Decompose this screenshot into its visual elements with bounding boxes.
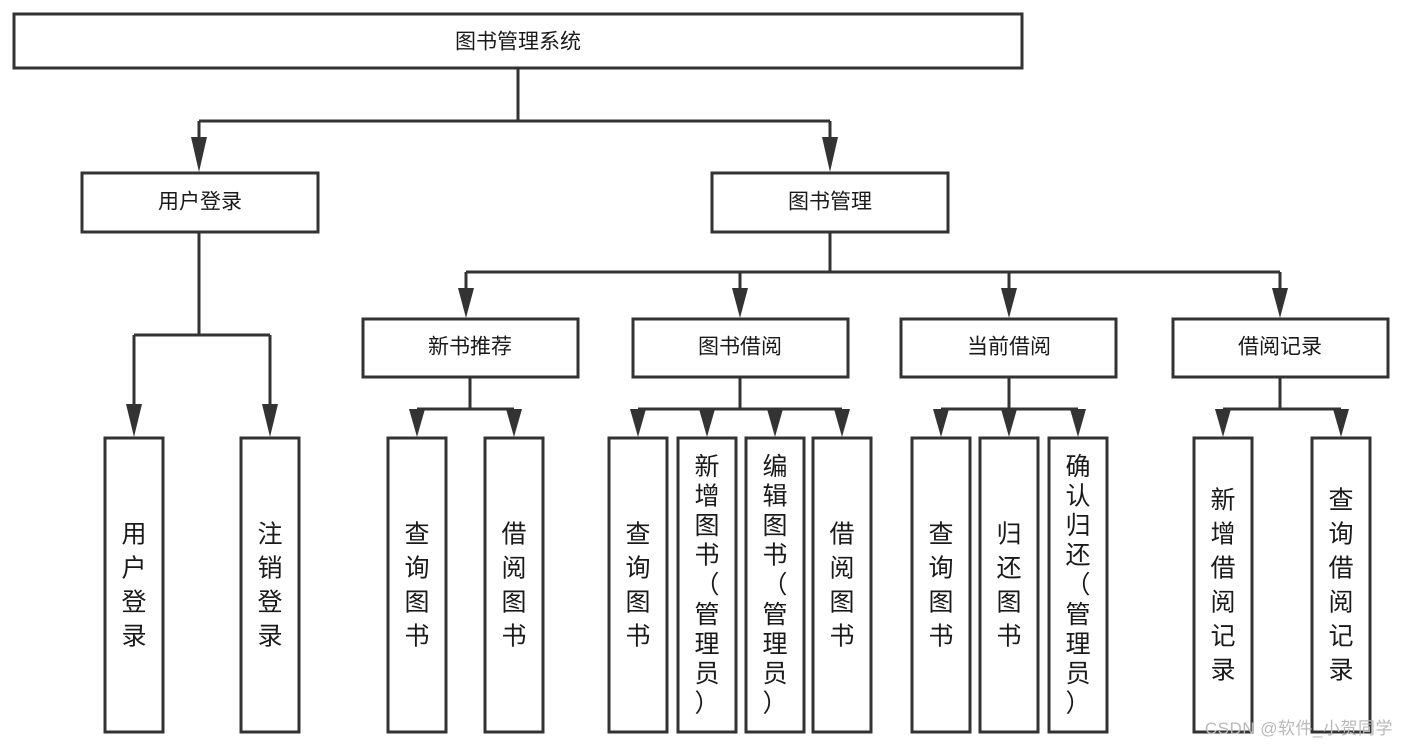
arrow-head-user-login-leaf-2	[262, 404, 278, 437]
leaf-book-borrow-4-label: 借阅图书	[829, 521, 854, 651]
leaf-current-borrow-1[interactable]: 查询图书	[910, 436, 972, 734]
leaf-book-borrow-4[interactable]: 借阅图书	[811, 436, 873, 734]
leaf-current-borrow-2[interactable]: 归还图书	[978, 436, 1040, 734]
node-book-management-label: 图书管理	[788, 191, 872, 214]
arrow-head-book-borrow-leaf-2	[699, 409, 715, 437]
arrow-head-book-borrow-leaf-1	[630, 409, 646, 437]
arrow-head-book-borrow-leaf-4	[834, 409, 850, 437]
leaf-current-borrow-1-label: 查询图书	[928, 521, 953, 651]
arrow-head-current-borrow-leaf-3	[1070, 409, 1086, 437]
leaf-new-book-1-label: 查询图书	[404, 521, 429, 651]
leaf-book-borrow-1-label: 查询图书	[625, 521, 650, 651]
connector-layer	[126, 68, 1349, 437]
leaf-new-book-2-box[interactable]	[483, 436, 545, 734]
leaf-borrow-record-2-label: 查询借阅记录	[1328, 487, 1353, 685]
node-book-management-box[interactable]	[710, 171, 950, 234]
leaf-borrow-record-1-label: 新增借阅记录	[1210, 487, 1235, 685]
leaf-user-login-2-label: 注销登录	[257, 521, 282, 651]
node-root-label: 图书管理系统	[455, 31, 581, 54]
leaf-book-borrow-3-label: 编辑图书（管理员）	[762, 453, 787, 718]
node-book-borrow-box[interactable]	[631, 317, 850, 379]
leaf-book-borrow-4-box[interactable]	[811, 436, 873, 734]
leaf-user-login-1-box[interactable]	[103, 436, 165, 734]
arrow-head-user-login	[191, 137, 207, 172]
node-borrow-record-label: 借阅记录	[1238, 336, 1322, 359]
leaf-book-borrow-3[interactable]: 编辑图书（管理员）	[744, 436, 806, 734]
leaf-book-borrow-1[interactable]: 查询图书	[607, 436, 669, 734]
arrow-head-borrow-record	[1272, 288, 1288, 318]
node-root-box[interactable]	[12, 12, 1024, 70]
node-user-login[interactable]: 用户登录	[80, 171, 320, 234]
leaf-user-login-2[interactable]: 注销登录	[239, 436, 301, 734]
leaf-current-borrow-3[interactable]: 确认归还（管理员）	[1047, 436, 1109, 734]
node-book-borrow[interactable]: 图书借阅	[631, 317, 850, 379]
node-user-login-box[interactable]	[80, 171, 320, 234]
leaf-borrow-record-1[interactable]: 新增借阅记录	[1192, 436, 1254, 734]
arrow-head-current-borrow-leaf-1	[933, 409, 949, 437]
leaf-user-login-1[interactable]: 用户登录	[103, 436, 165, 734]
arrow-head-borrow-record-leaf-1	[1215, 409, 1231, 437]
arrow-head-new-book-leaf-2	[506, 409, 522, 437]
leaf-current-borrow-3-label: 确认归还（管理员）	[1065, 453, 1090, 718]
leaf-book-borrow-2-box[interactable]	[676, 436, 738, 734]
arrow-head-borrow-record-leaf-2	[1333, 409, 1349, 437]
leaf-new-book-2-label: 借阅图书	[501, 521, 526, 651]
leaf-book-borrow-2[interactable]: 新增图书（管理员）	[676, 436, 738, 734]
node-current-borrow[interactable]: 当前借阅	[899, 317, 1118, 379]
arrow-head-current-borrow	[1001, 288, 1017, 318]
arrow-head-new-book-leaf-1	[409, 409, 425, 437]
node-book-borrow-label: 图书借阅	[698, 336, 782, 359]
leaf-new-book-2[interactable]: 借阅图书	[483, 436, 545, 734]
leaf-new-book-1[interactable]: 查询图书	[386, 436, 448, 734]
node-borrow-record[interactable]: 借阅记录	[1171, 317, 1390, 379]
node-new-book-recommend-box[interactable]	[361, 317, 580, 379]
node-book-management[interactable]: 图书管理	[710, 171, 950, 234]
arrow-head-user-login-leaf-1	[126, 404, 142, 437]
node-borrow-record-box[interactable]	[1171, 317, 1390, 379]
leaf-current-borrow-2-label: 归还图书	[996, 521, 1021, 651]
node-new-book-recommend-label: 新书推荐	[428, 336, 512, 359]
node-root[interactable]: 图书管理系统	[12, 12, 1024, 70]
leaf-user-login-2-box[interactable]	[239, 436, 301, 734]
node-current-borrow-box[interactable]	[899, 317, 1118, 379]
leaf-new-book-1-box[interactable]	[386, 436, 448, 734]
arrow-head-book-borrow-leaf-3	[767, 409, 783, 437]
leaf-current-borrow-1-box[interactable]	[910, 436, 972, 734]
leaf-borrow-record-2-box[interactable]	[1310, 436, 1372, 734]
node-new-book-recommend[interactable]: 新书推荐	[361, 317, 580, 379]
leaf-current-borrow-2-box[interactable]	[978, 436, 1040, 734]
leaf-user-login-1-label: 用户登录	[121, 521, 146, 651]
leaf-current-borrow-3-box[interactable]	[1047, 436, 1109, 734]
node-current-borrow-label: 当前借阅	[967, 336, 1051, 359]
leaf-book-borrow-2-label: 新增图书（管理员）	[694, 453, 719, 718]
leaf-borrow-record-2[interactable]: 查询借阅记录	[1310, 436, 1372, 734]
leaf-borrow-record-1-box[interactable]	[1192, 436, 1254, 734]
node-user-login-label: 用户登录	[158, 191, 242, 214]
arrow-head-current-borrow-leaf-2	[1001, 409, 1017, 437]
leaf-book-borrow-1-box[interactable]	[607, 436, 669, 734]
arrow-head-new-book	[458, 288, 474, 318]
arrow-head-book-borrow	[732, 288, 748, 318]
arrow-head-book-mgmt	[822, 137, 838, 172]
leaf-book-borrow-3-box[interactable]	[744, 436, 806, 734]
